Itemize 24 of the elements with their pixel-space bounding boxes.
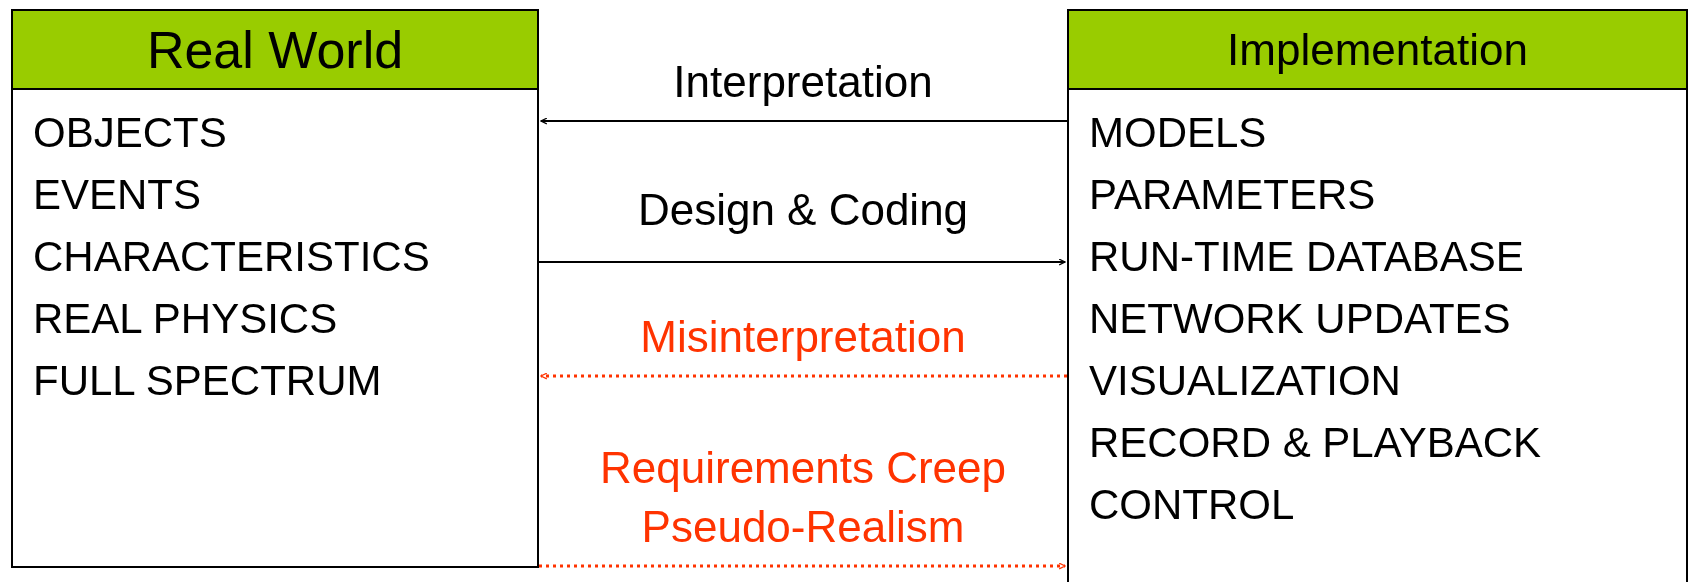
- list-item: FULL SPECTRUM: [33, 356, 383, 406]
- list-item: PARAMETERS: [1089, 170, 1377, 220]
- arrow: [538, 258, 1066, 266]
- list-item: OBJECTS: [33, 108, 228, 158]
- list-item: CONTROL: [1089, 480, 1296, 530]
- list-item: NETWORK UPDATES: [1089, 294, 1512, 344]
- edge-label: Interpretation: [672, 56, 934, 108]
- box-title: Implementation: [1227, 27, 1528, 72]
- arrow: [539, 562, 1066, 570]
- list-box: [1067, 9, 1688, 582]
- arrow: [540, 117, 1068, 125]
- list-item: MODELS: [1089, 108, 1268, 158]
- arrow: [540, 372, 1067, 380]
- list-item: RUN-TIME DATABASE: [1089, 232, 1525, 282]
- list-item: REAL PHYSICS: [33, 294, 339, 344]
- list-item: EVENTS: [33, 170, 203, 220]
- edge-label: Requirements Creep Pseudo-Realism: [599, 442, 1007, 553]
- list-item: RECORD & PLAYBACK: [1089, 418, 1542, 468]
- box-title: Real World: [146, 23, 404, 76]
- list-item: CHARACTERISTICS: [33, 232, 431, 282]
- list-box: [11, 9, 539, 568]
- edge-label: Misinterpretation: [639, 311, 967, 363]
- list-item: VISUALIZATION: [1089, 356, 1402, 406]
- edge-label: Design & Coding: [636, 184, 970, 236]
